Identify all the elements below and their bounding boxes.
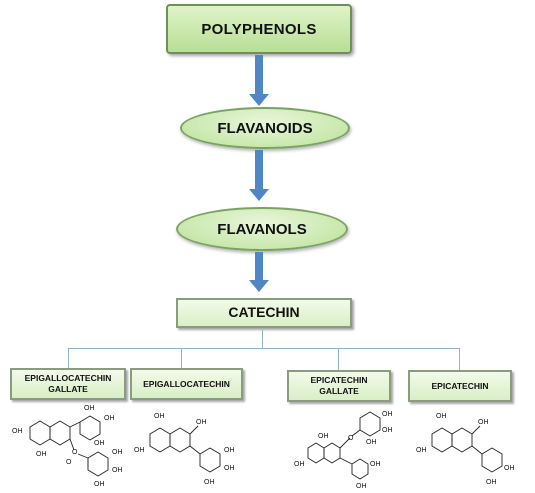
ecg-o-1: O xyxy=(348,435,354,442)
catechin-box: CATECHIN xyxy=(176,298,352,328)
ec-oh-2: OH xyxy=(416,447,427,454)
catechin-type-box-3: EPICATECHIN GALLATE xyxy=(287,370,391,402)
connector-stem xyxy=(262,330,263,348)
egc-structure: OH OH OH OH OH OH xyxy=(134,413,235,486)
catechin-type-box-4: EPICATECHIN xyxy=(408,370,512,402)
flavanoids-label: FLAVANOIDS xyxy=(217,119,313,137)
egcg-oh-4: OH xyxy=(104,415,115,422)
egcg-structure: OH OH OH OH OH O O OH OH OH xyxy=(12,405,123,488)
arrow-head-1 xyxy=(249,94,269,106)
egc-oh-2: OH xyxy=(134,447,145,454)
arrow-down-1 xyxy=(255,55,263,95)
connector-horizontal xyxy=(68,348,460,349)
ecg-oh-4: OH xyxy=(382,427,393,434)
catechin-type-1-line1: EPIGALLOCATECHIN xyxy=(24,373,112,384)
catechin-type-4-line1: EPICATECHIN xyxy=(431,380,489,391)
ecg-oh-5: OH xyxy=(366,439,377,446)
arrow-down-2 xyxy=(255,150,263,190)
catechin-type-1-line2: GALLATE xyxy=(48,384,88,394)
connector-drop-4 xyxy=(459,348,460,370)
arrow-head-3 xyxy=(249,280,269,292)
ecg-structure: OH OH O OH OH OH OH OH xyxy=(294,411,393,490)
catechin-type-3-line2: GALLATE xyxy=(319,386,359,396)
ecg-oh-3: OH xyxy=(382,411,393,418)
ec-oh-4: OH xyxy=(504,465,515,472)
egcg-oh-1: OH xyxy=(12,428,23,435)
catechin-label: CATECHIN xyxy=(228,304,300,321)
egc-oh-5: OH xyxy=(224,465,235,472)
ec-oh-5: OH xyxy=(486,479,497,486)
ecg-oh-6: OH xyxy=(370,461,381,468)
arrow-down-3 xyxy=(255,252,263,282)
ec-oh-1: OH xyxy=(436,413,447,420)
egc-oh-3: OH xyxy=(196,419,207,426)
catechin-type-box-2: EPIGALLOCATECHIN xyxy=(130,368,243,400)
egc-oh-6: OH xyxy=(204,479,215,486)
egcg-o-1: O xyxy=(72,449,78,456)
catechin-type-box-1: EPIGALLOCATECHIN GALLATE xyxy=(10,368,126,400)
egcg-o-2: O xyxy=(66,459,72,466)
connector-drop-3 xyxy=(338,348,339,370)
egcg-oh-6: OH xyxy=(112,449,123,456)
egcg-oh-5: OH xyxy=(94,440,105,447)
connector-drop-2 xyxy=(181,348,182,368)
flavanols-label: FLAVANOLS xyxy=(217,220,307,238)
egcg-oh-8: OH xyxy=(94,481,105,488)
ecg-oh-7: OH xyxy=(356,483,367,490)
egcg-oh-2: OH xyxy=(36,451,47,458)
flavanoids-ellipse: FLAVANOIDS xyxy=(180,107,350,149)
ecg-oh-1: OH xyxy=(318,433,329,440)
egc-oh-4: OH xyxy=(224,447,235,454)
egc-oh-1: OH xyxy=(154,413,165,420)
egcg-oh-7: OH xyxy=(112,467,123,474)
catechin-type-2-line1: EPIGALLOCATECHIN xyxy=(143,378,230,389)
polyphenols-box: POLYPHENOLS xyxy=(166,4,352,54)
ecg-oh-2: OH xyxy=(294,461,305,468)
ec-structure: OH OH OH OH OH xyxy=(416,413,515,486)
egcg-oh-3: OH xyxy=(84,405,95,412)
arrow-head-2 xyxy=(249,189,269,201)
ec-oh-3: OH xyxy=(478,419,489,426)
catechin-type-3-line1: EPICATECHIN xyxy=(310,375,368,386)
polyphenols-label: POLYPHENOLS xyxy=(201,20,317,38)
connector-drop-1 xyxy=(68,348,69,368)
flavanols-ellipse: FLAVANOLS xyxy=(176,207,348,251)
